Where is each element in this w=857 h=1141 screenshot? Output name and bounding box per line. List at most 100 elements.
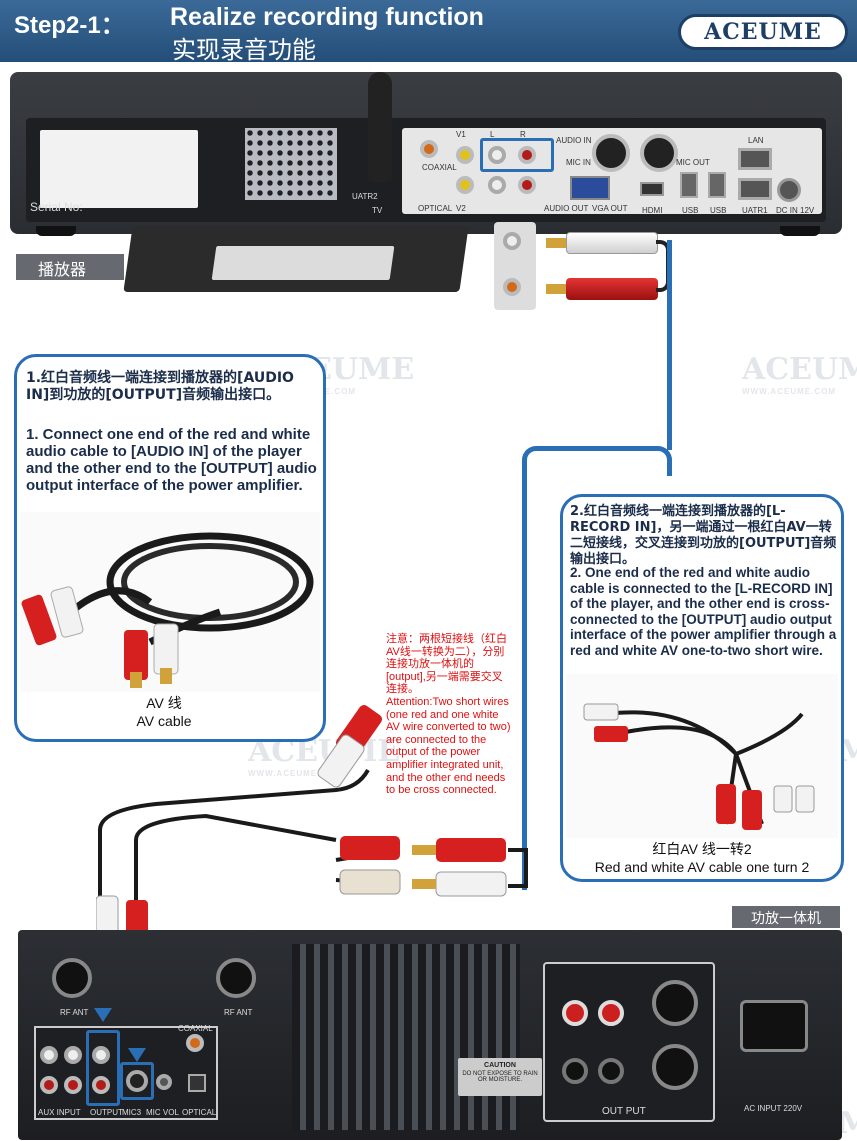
label-mic3: MIC3 bbox=[122, 1108, 142, 1117]
label-output: OUTPUT bbox=[90, 1108, 123, 1117]
arrow-down-icon bbox=[94, 1008, 112, 1022]
audio-out-r-jack[interactable] bbox=[518, 176, 536, 194]
label-l: L bbox=[490, 130, 495, 139]
uatr1-port[interactable] bbox=[738, 178, 772, 200]
output-r-jack[interactable] bbox=[92, 1076, 110, 1094]
usb-port-2[interactable] bbox=[708, 172, 726, 198]
ac-power-socket[interactable] bbox=[740, 1000, 808, 1052]
blue-cable-segment bbox=[522, 470, 527, 890]
aux-input-r2-jack[interactable] bbox=[64, 1076, 82, 1094]
player-tag: 播放器 bbox=[16, 254, 124, 280]
title-chinese: 实现录音功能 bbox=[172, 36, 316, 64]
coaxial-output-jack[interactable] bbox=[186, 1034, 204, 1052]
speakon-connector-2[interactable] bbox=[652, 1044, 698, 1090]
optical-port[interactable] bbox=[188, 1074, 206, 1092]
callout1-english: 1. Connect one end of the red and white … bbox=[26, 426, 317, 494]
audio-in-l-jack[interactable] bbox=[488, 146, 506, 164]
amplifier-tag: 功放一体机 bbox=[732, 906, 840, 928]
label-r: R bbox=[520, 130, 526, 139]
speaker-terminal-red-r[interactable] bbox=[598, 1000, 624, 1026]
device-foot bbox=[780, 226, 820, 236]
splitter-cable-image bbox=[566, 674, 838, 838]
amplifier-vent-grille bbox=[292, 944, 520, 1130]
label-uatr1: UATR1 bbox=[742, 206, 768, 215]
label-aux-input: AUX INPUT bbox=[38, 1108, 81, 1117]
serial-label: Serial No: bbox=[30, 200, 83, 214]
aux-input-l2-jack[interactable] bbox=[64, 1046, 82, 1064]
caution-warning: DO NOT EXPOSE TO RAIN OR MOISTURE. bbox=[462, 1071, 538, 1083]
label-optical: OPTICAL bbox=[418, 204, 453, 213]
mic3-highlight bbox=[120, 1062, 154, 1100]
mic-out-jack[interactable] bbox=[640, 134, 678, 172]
caption-cn: 红白AV 线一转2 bbox=[652, 841, 752, 857]
label-dc-in: DC IN 12V bbox=[776, 206, 815, 215]
callout2-chinese: 2.红白音频线一端连接到播放器的[L-RECORD IN]，另一端通过一根红白A… bbox=[570, 504, 837, 567]
vent-grille bbox=[245, 128, 337, 200]
audio-in-highlight bbox=[480, 138, 554, 172]
vga-port[interactable] bbox=[570, 176, 610, 200]
caution-title: CAUTION bbox=[484, 1062, 516, 1069]
label-rf-ant-2: RF ANT bbox=[224, 1008, 253, 1017]
callout2-english: 2. One end of the red and white audio ca… bbox=[570, 565, 837, 658]
caution-label: CAUTION DO NOT EXPOSE TO RAIN OR MOISTUR… bbox=[458, 1058, 542, 1096]
rf-ant-connector-2[interactable] bbox=[216, 958, 256, 998]
white-rca-plug bbox=[566, 232, 658, 254]
audio-out-l-jack[interactable] bbox=[488, 176, 506, 194]
output-l-jack[interactable] bbox=[92, 1046, 110, 1064]
caution-sticker bbox=[40, 130, 198, 208]
label-lan: LAN bbox=[748, 136, 764, 145]
speaker-terminal-red-l[interactable] bbox=[562, 1000, 588, 1026]
audio-in-r-jack[interactable] bbox=[518, 146, 536, 164]
note-english: Attention:Two short wires (one red and o… bbox=[386, 695, 511, 797]
aux-input-r-jack[interactable] bbox=[40, 1076, 58, 1094]
callout2-caption: 红白AV 线一转2 Red and white AV cable one tur… bbox=[566, 840, 838, 876]
plug-tip bbox=[546, 284, 568, 294]
blue-cable-segment bbox=[667, 240, 672, 450]
plug-tip bbox=[546, 238, 568, 248]
label-mic-vol: MIC VOL bbox=[146, 1108, 179, 1117]
mic-vol-knob[interactable] bbox=[156, 1074, 172, 1090]
adapter-red-jack bbox=[503, 278, 521, 296]
speakon-connector-1[interactable] bbox=[652, 980, 698, 1026]
title-english: Realize recording function bbox=[170, 3, 484, 31]
speaker-terminal-black-r[interactable] bbox=[598, 1058, 624, 1084]
v1-jack[interactable] bbox=[456, 146, 474, 164]
caption-en: Red and white AV cable one turn 2 bbox=[594, 859, 810, 875]
label-mic-out: MIC OUT bbox=[676, 158, 710, 167]
mic3-jack[interactable] bbox=[126, 1070, 148, 1092]
hdmi-port[interactable] bbox=[640, 182, 664, 196]
rf-ant-connector-1[interactable] bbox=[52, 958, 92, 998]
label-vga-out: VGA OUT bbox=[592, 204, 628, 213]
step-label: Step2-1： bbox=[14, 12, 125, 39]
adapter-white-jack bbox=[503, 232, 521, 250]
splitter-cable-drawing bbox=[583, 703, 815, 830]
player-unit-front bbox=[211, 246, 395, 280]
note-chinese: 注意：两根短接线（红白AV线一转换为二），分别连接功放一体机的[output],… bbox=[386, 633, 507, 696]
red-rca-plug bbox=[566, 278, 658, 300]
label-tv: TV bbox=[372, 206, 383, 215]
av-cable-image bbox=[20, 512, 320, 692]
label-amp-optical: OPTICAL bbox=[182, 1108, 217, 1117]
av-cable-drawing bbox=[21, 532, 314, 688]
usb-port-1[interactable] bbox=[680, 172, 698, 198]
aux-input-l-jack[interactable] bbox=[40, 1046, 58, 1064]
label-ac-input: AC INPUT 220V bbox=[744, 1104, 803, 1113]
speaker-terminal-black-l[interactable] bbox=[562, 1058, 588, 1084]
label-amp-coaxial: COAXIAL bbox=[178, 1024, 213, 1033]
brand-logo-text: ACEUME bbox=[704, 19, 822, 45]
lan-port[interactable] bbox=[738, 148, 772, 170]
attention-note: 注意：两根短接线（红白AV线一转换为二），分别连接功放一体机的[output],… bbox=[386, 633, 512, 797]
label-coaxial: COAXIAL bbox=[422, 163, 457, 172]
v2-jack[interactable] bbox=[456, 176, 474, 194]
label-usb-1: USB bbox=[682, 206, 699, 215]
device-foot bbox=[36, 226, 76, 236]
arrow-down-icon bbox=[128, 1048, 146, 1062]
callout1-chinese: 1.红白音频线一端连接到播放器的[AUDIO IN]到功放的[OUTPUT]音频… bbox=[26, 370, 294, 403]
label-mic-in: MIC IN bbox=[566, 158, 591, 167]
mic-in-jack[interactable] bbox=[592, 134, 630, 172]
callout1-caption: AV 线 AV cable bbox=[20, 694, 308, 730]
label-rf-ant-1: RF ANT bbox=[60, 1008, 89, 1017]
coaxial-jack[interactable] bbox=[420, 140, 438, 158]
dc-power-jack[interactable] bbox=[777, 178, 801, 202]
label-v1: V1 bbox=[456, 130, 466, 139]
